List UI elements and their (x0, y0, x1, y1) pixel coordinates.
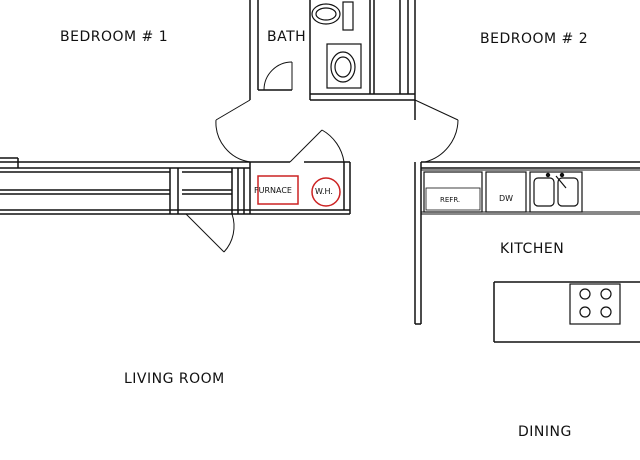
refrigerator-label: REFR. (440, 196, 461, 204)
kitchen-label: KITCHEN (500, 241, 565, 257)
cooktop-icon (569, 283, 621, 325)
sink-icon (326, 43, 362, 89)
furnace-label: FURNACE (254, 186, 292, 195)
bathroom-walls (249, 0, 416, 120)
dining-label: DINING (518, 424, 572, 440)
bedroom-1-label: BEDROOM # 1 (60, 29, 169, 45)
bath-label: BATH (267, 29, 307, 45)
kitchen-sink-icon (529, 171, 583, 213)
kitchen-island (493, 281, 640, 343)
closet-door (185, 213, 235, 253)
water-heater-label: W.H. (315, 187, 333, 196)
dishwasher-label: DW (499, 194, 514, 203)
closet-walls (0, 157, 350, 215)
dishwasher-icon (485, 171, 527, 213)
bedroom-2-label: BEDROOM # 2 (480, 31, 589, 47)
water-heater-circle (311, 177, 341, 207)
furnace-box (257, 175, 299, 205)
living-room-label: LIVING ROOM (124, 371, 225, 387)
mechanical-room (250, 129, 351, 214)
bath-door (263, 61, 293, 91)
refrigerator-icon (423, 171, 483, 213)
toilet-icon (311, 1, 354, 31)
hall-doors (215, 99, 459, 163)
